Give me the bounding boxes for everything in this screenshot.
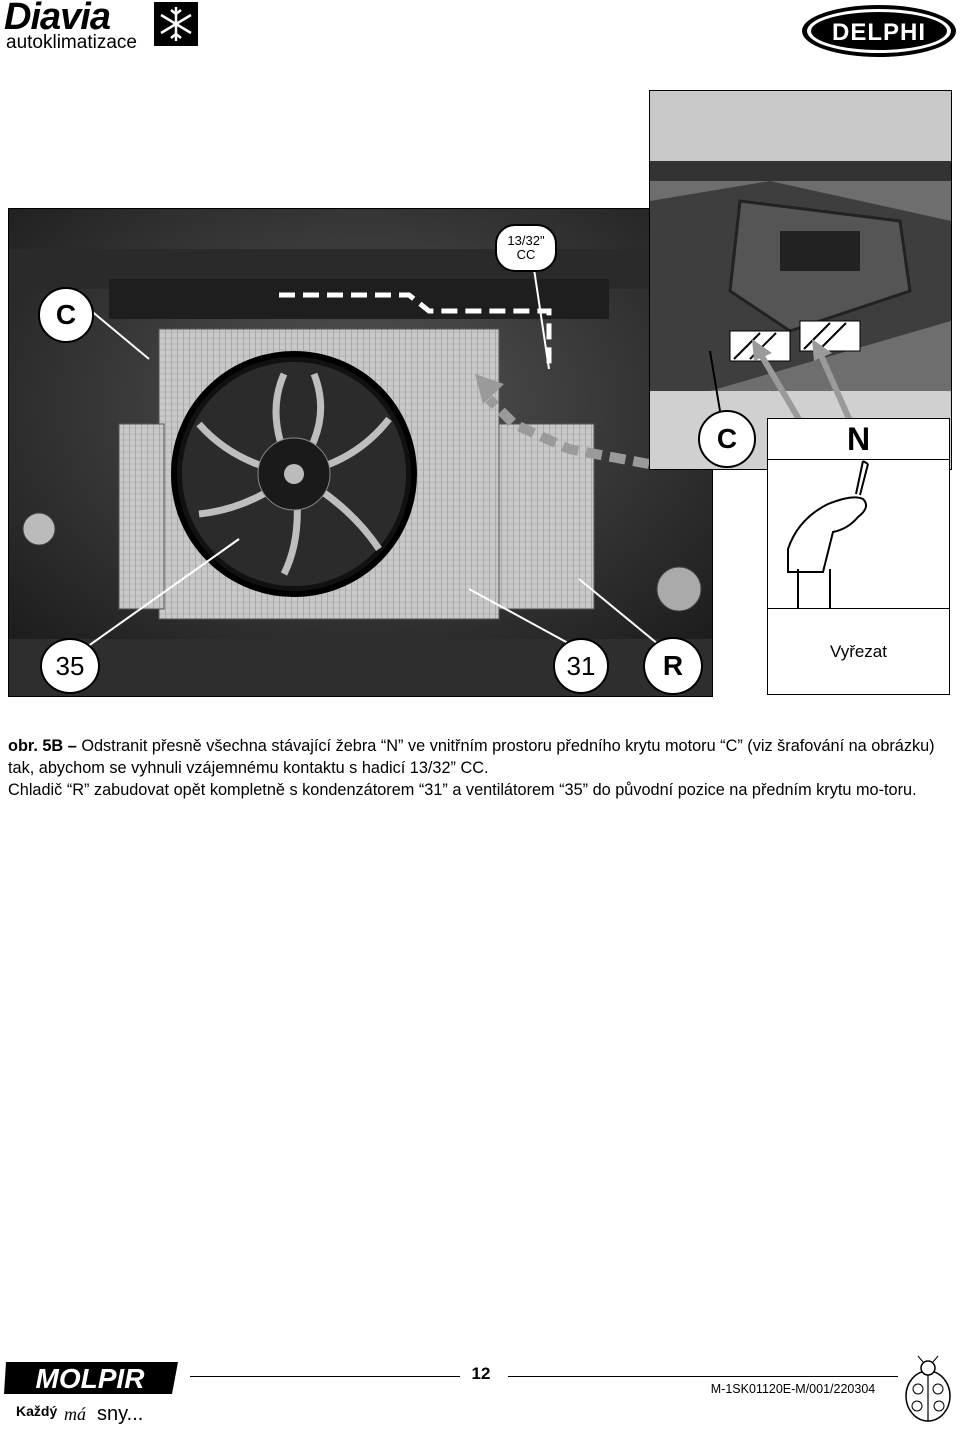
slogan-part-3: sny... <box>97 1403 143 1424</box>
label-hose-size: 13/32" <box>507 233 545 248</box>
label-hose-13-32-cc: 13/32" CC <box>495 224 557 272</box>
delphi-logo: DELPHI <box>800 3 958 59</box>
label-n: N <box>768 419 949 460</box>
knife-hand-icon <box>787 460 869 608</box>
label-35: 35 <box>40 638 100 694</box>
label-r: R <box>643 637 703 695</box>
main-photo <box>8 208 713 697</box>
caption-lead: obr. <box>8 737 43 755</box>
figure-caption: obr. 5B – Odstranit přesně všechna stáva… <box>8 735 952 801</box>
diavia-logo: Diavia autoklimatizace <box>4 0 200 54</box>
slogan-part-2: má <box>64 1404 86 1424</box>
diavia-subtitle: autoklimatizace <box>6 32 137 53</box>
molpir-brand: MOLPIR <box>36 1363 146 1394</box>
snowflake-icon <box>154 2 198 46</box>
label-31: 31 <box>553 638 609 694</box>
label-c: C <box>38 287 94 343</box>
ladybug-icon <box>898 1354 958 1424</box>
label-hose-cc: CC <box>516 247 536 262</box>
caption-figure-number: 5B <box>42 737 64 755</box>
caption-text-1: Odstranit přesně všechna stávající žebra… <box>8 737 935 777</box>
inset-photo <box>649 90 952 470</box>
molpir-logo: MOLPIR Každý má sny... <box>2 1358 182 1425</box>
delphi-brand: DELPHI <box>832 19 926 46</box>
document-code: M-1SK01120E-M/001/220304 <box>710 1382 876 1396</box>
page-number: 12 <box>471 1364 491 1383</box>
diavia-brand: Diavia <box>4 0 111 38</box>
slogan-part-1: Každý <box>16 1403 57 1419</box>
cut-label: Vyřezat <box>768 608 949 695</box>
caption-paragraph-2: Chladič “R” zabudovat opět kompletně s k… <box>8 781 917 799</box>
footer-rule-left <box>190 1376 460 1377</box>
label-c-inset: C <box>698 410 756 468</box>
footer-rule-right <box>508 1376 898 1377</box>
caption-paragraph-1: obr. 5B – Odstranit přesně všechna stáva… <box>8 735 952 779</box>
caption-dash: – <box>63 737 82 755</box>
tool-panel: N Vyřezat <box>767 418 950 695</box>
